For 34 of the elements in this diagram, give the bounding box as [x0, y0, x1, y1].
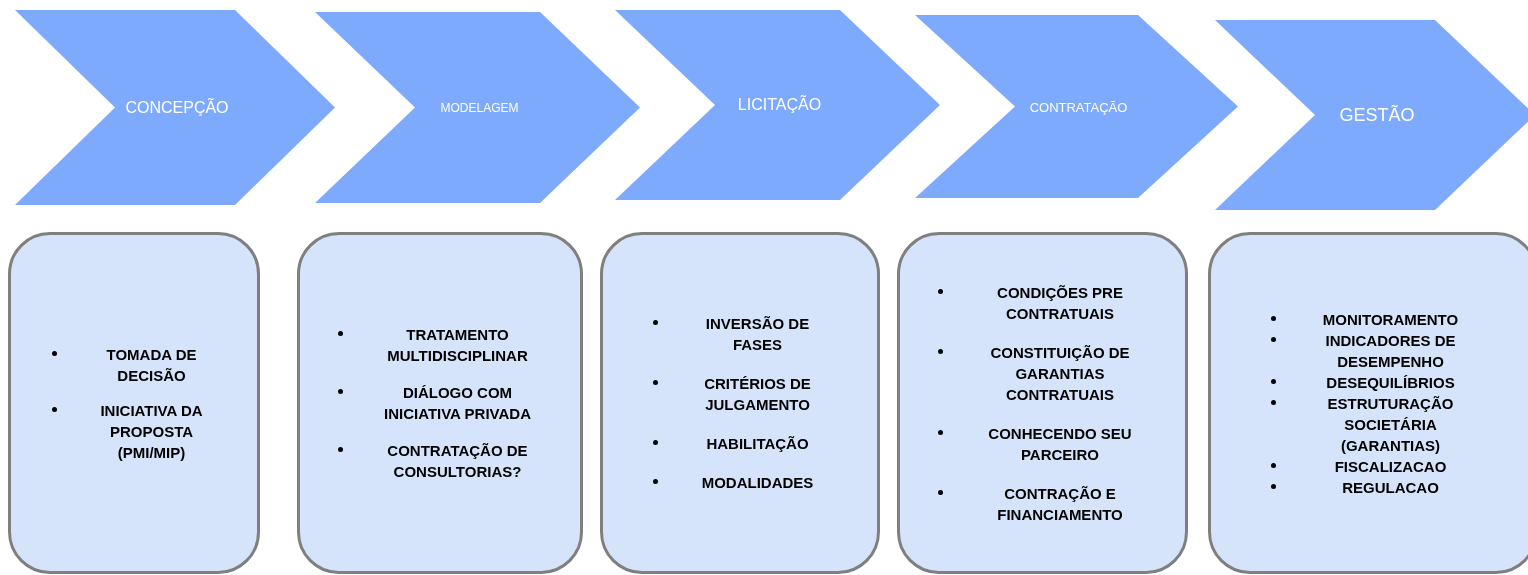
stage-item: TRATAMENTO MULTIDISCIPLINAR — [386, 325, 529, 366]
stage-item: REGULACAO — [1341, 477, 1440, 498]
phase-banner — [915, 15, 1238, 198]
stage-card — [8, 232, 260, 574]
stage-item: FISCALIZACAO — [1333, 456, 1448, 477]
stage-item: CONDIÇÕES PRE CONTRATUAIS — [996, 282, 1124, 324]
stage-item: CONHECENDO SEU PARCEIRO — [987, 423, 1133, 465]
stage-item: MONITORAMENTO — [1321, 309, 1460, 330]
stage-item: HABILITAÇÃO — [705, 434, 810, 454]
stage-item: CRITÉRIOS DE JULGAMENTO — [703, 374, 812, 415]
stage-item: TOMADA DE DECISÃO — [105, 344, 198, 386]
phase-label: GESTÃO — [1339, 104, 1415, 126]
stage-item: INVERSÃO DE FASES — [704, 314, 811, 355]
phase-banner — [1215, 20, 1528, 210]
stage-item: INICIATIVA DA PROPOSTA (PMI/MIP) — [99, 400, 204, 463]
stage-card — [297, 232, 583, 574]
stage-item: DIÁLOGO COM INICIATIVA PRIVADA — [383, 383, 532, 424]
phase-label: LICITAÇÃO — [737, 96, 822, 114]
stage-item: DESEQUILÍBRIOS — [1325, 372, 1456, 393]
stage-item: CONSTITUIÇÃO DE GARANTIAS CONTRATUAIS — [989, 342, 1131, 405]
stage-item: CONTRAÇÃO E FINANCIAMENTO — [996, 483, 1124, 525]
phase-label: CONTRATAÇÃO — [1029, 99, 1128, 114]
stage-card — [600, 232, 880, 574]
phase-label: CONCEPÇÃO — [125, 98, 229, 117]
stage-item: MODALIDADES — [700, 473, 815, 493]
stage-item: ESTRUTURAÇÃO SOCIETÁRIA (GARANTIAS) — [1326, 393, 1455, 456]
phase-label: MODELAGEM — [440, 100, 519, 115]
stage-card — [1208, 232, 1528, 574]
stage-item: CONTRATAÇÃO DE CONSULTORIAS? — [386, 441, 529, 482]
phase-banner — [615, 10, 940, 200]
phase-banner — [315, 12, 640, 203]
stage-card — [897, 232, 1188, 574]
stage-item: INDICADORES DE DESEMPENHO — [1324, 330, 1457, 372]
phase-banner — [15, 10, 335, 205]
